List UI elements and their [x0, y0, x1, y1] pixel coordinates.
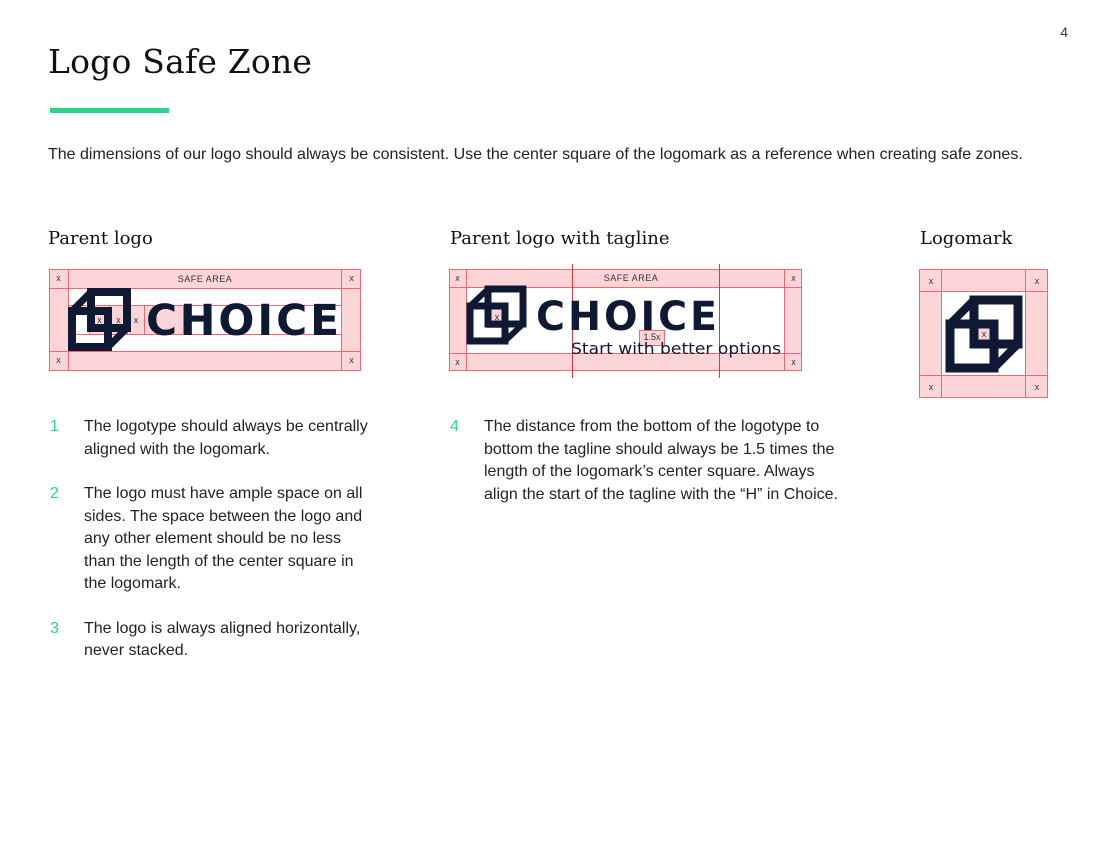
parent-logo-tagline-heading: Parent logo with tagline: [450, 228, 670, 249]
svg-text:x: x: [455, 357, 460, 367]
tagline-text: Start with better options: [571, 339, 781, 358]
note-number: 4: [450, 418, 459, 435]
tagline-safe-area-label: SAFE AREA: [604, 273, 659, 283]
note-number: 2: [50, 485, 59, 502]
logomark-heading: Logomark: [920, 228, 1013, 249]
note-text: The logo is always aligned horizontally,…: [84, 619, 361, 660]
parent-logo-tagline-diagram: CHOICE Start with better options SAFE AR…: [449, 264, 803, 378]
note-number: 1: [50, 418, 59, 435]
svg-text:x: x: [982, 329, 987, 339]
intro-text: The dimensions of our logo should always…: [48, 146, 1023, 163]
note-text: The logotype should always be centrally …: [84, 418, 368, 458]
svg-text:x: x: [56, 355, 61, 365]
svg-text:x: x: [791, 273, 796, 283]
note-item: 4 The distance from the bottom of the log…: [448, 416, 838, 506]
svg-text:x: x: [134, 315, 139, 325]
logomark-icon: [945, 295, 1023, 373]
svg-text:x: x: [1035, 276, 1040, 286]
svg-text:x: x: [1035, 382, 1040, 392]
page-title: Logo Safe Zone: [48, 42, 313, 81]
note-item: 1 The logotype should always be centrally…: [48, 416, 368, 461]
parent-logo-diagram: CHOICE SAFE AREA x x x x x x x: [49, 269, 362, 372]
logomark-diagram: x x x x x: [919, 269, 1049, 400]
note-item: 2 The logo must have ample space on all s…: [48, 483, 368, 596]
note-text: The logo must have ample space on all si…: [84, 485, 363, 592]
parent-safe-area-label: SAFE AREA: [178, 274, 233, 284]
tagline-wordmark: CHOICE: [536, 294, 720, 340]
svg-text:x: x: [116, 315, 121, 325]
svg-text:x: x: [349, 355, 354, 365]
note-item: 3 The logo is always aligned horizontally…: [48, 618, 368, 663]
svg-text:x: x: [929, 276, 934, 286]
parent-logo-heading: Parent logo: [48, 228, 153, 249]
svg-text:x: x: [791, 357, 796, 367]
svg-text:x: x: [56, 273, 61, 283]
svg-text:x: x: [97, 315, 102, 325]
page-number: 4: [1060, 24, 1068, 40]
svg-text:x: x: [929, 382, 934, 392]
parent-wordmark: CHOICE: [146, 296, 342, 346]
svg-text:x: x: [495, 312, 500, 322]
note-text: The distance from the bottom of the logo…: [484, 418, 838, 503]
notes-middle-list: 4 The distance from the bottom of the log…: [448, 416, 838, 528]
title-accent-rule: [50, 108, 169, 113]
ratio-label: 1.5x: [643, 332, 661, 342]
svg-text:x: x: [455, 273, 460, 283]
note-number: 3: [50, 619, 59, 637]
tagline-logomark: [466, 285, 527, 345]
notes-left-list: 1 The logotype should always be centrally…: [48, 416, 368, 685]
svg-text:x: x: [349, 273, 354, 283]
parent-logomark: [68, 288, 131, 351]
